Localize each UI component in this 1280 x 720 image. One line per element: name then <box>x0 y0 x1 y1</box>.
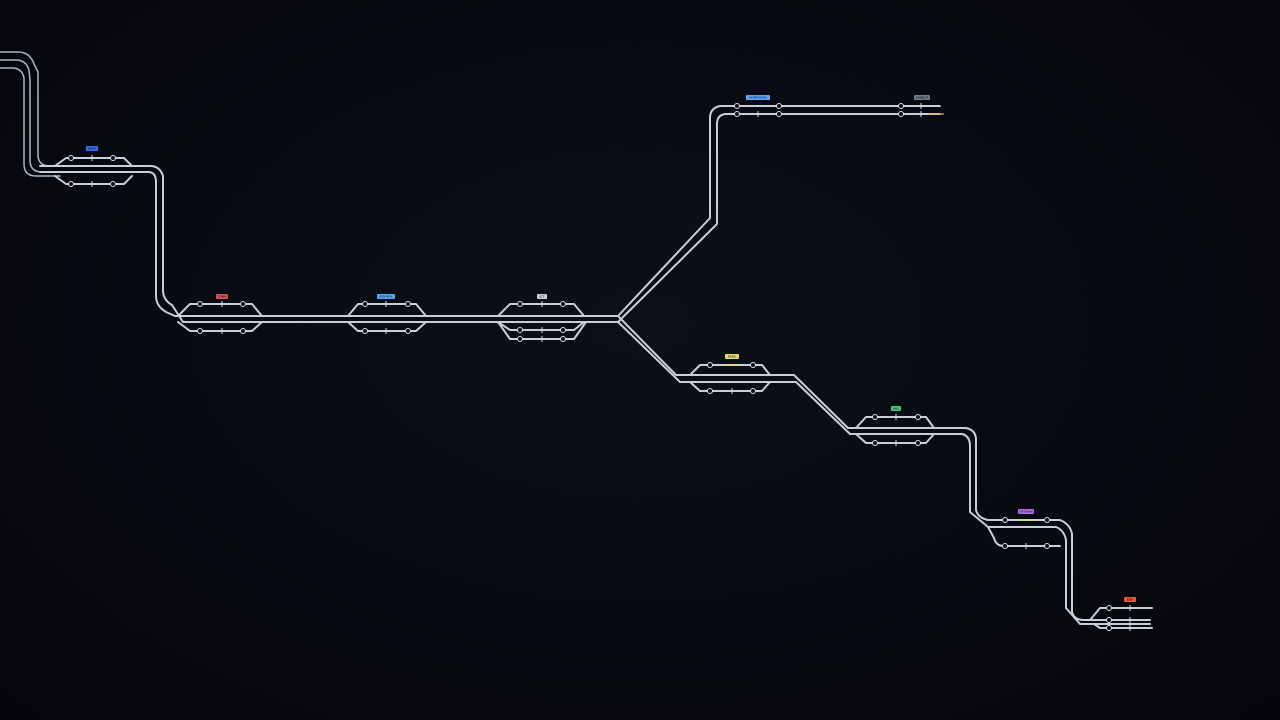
station-label-park: PARK <box>725 354 739 359</box>
station-label-central: CENTRAL <box>377 294 395 299</box>
station-label-jct: JCT <box>537 294 547 299</box>
station-harbor-name: HARBOR <box>916 96 929 100</box>
station-west-name: WEST <box>88 147 97 151</box>
station-town-name: TOWN <box>216 295 226 299</box>
station-central[interactable] <box>347 301 427 334</box>
track-north-branch <box>617 105 941 323</box>
track-west-entry <box>0 51 61 177</box>
station-label-hill: HILL <box>891 406 901 411</box>
station-label-town: TOWN <box>216 294 228 299</box>
station-northside-name: NORTHSIDE <box>749 96 767 100</box>
station-park-name: PARK <box>728 355 737 359</box>
station-harbor[interactable] <box>898 103 945 117</box>
track-main-trunk <box>155 289 619 323</box>
station-label-harbor: HARBOR <box>914 95 930 100</box>
station-end[interactable] <box>1089 605 1153 631</box>
station-label-west: WEST <box>86 146 98 151</box>
station-label-northside: NORTHSIDE <box>746 95 770 100</box>
station-uptown[interactable] <box>987 517 1061 550</box>
station-label-end: END <box>1124 597 1136 602</box>
station-hill-name: HILL <box>893 407 900 411</box>
station-label-uptown: UPTOWN <box>1018 509 1034 514</box>
station-west[interactable] <box>39 155 164 297</box>
station-northside[interactable] <box>734 103 782 118</box>
station-hill[interactable] <box>855 414 935 446</box>
station-park[interactable] <box>689 362 771 395</box>
station-central-name: CENTRAL <box>379 295 393 299</box>
station-uptown-name: UPTOWN <box>1019 510 1032 514</box>
track-southeast-branch <box>617 315 1151 625</box>
station-jct-name: JCT <box>539 295 545 299</box>
station-jct[interactable] <box>497 301 587 342</box>
station-end-name: END <box>1127 598 1134 602</box>
station-town[interactable] <box>177 301 263 334</box>
